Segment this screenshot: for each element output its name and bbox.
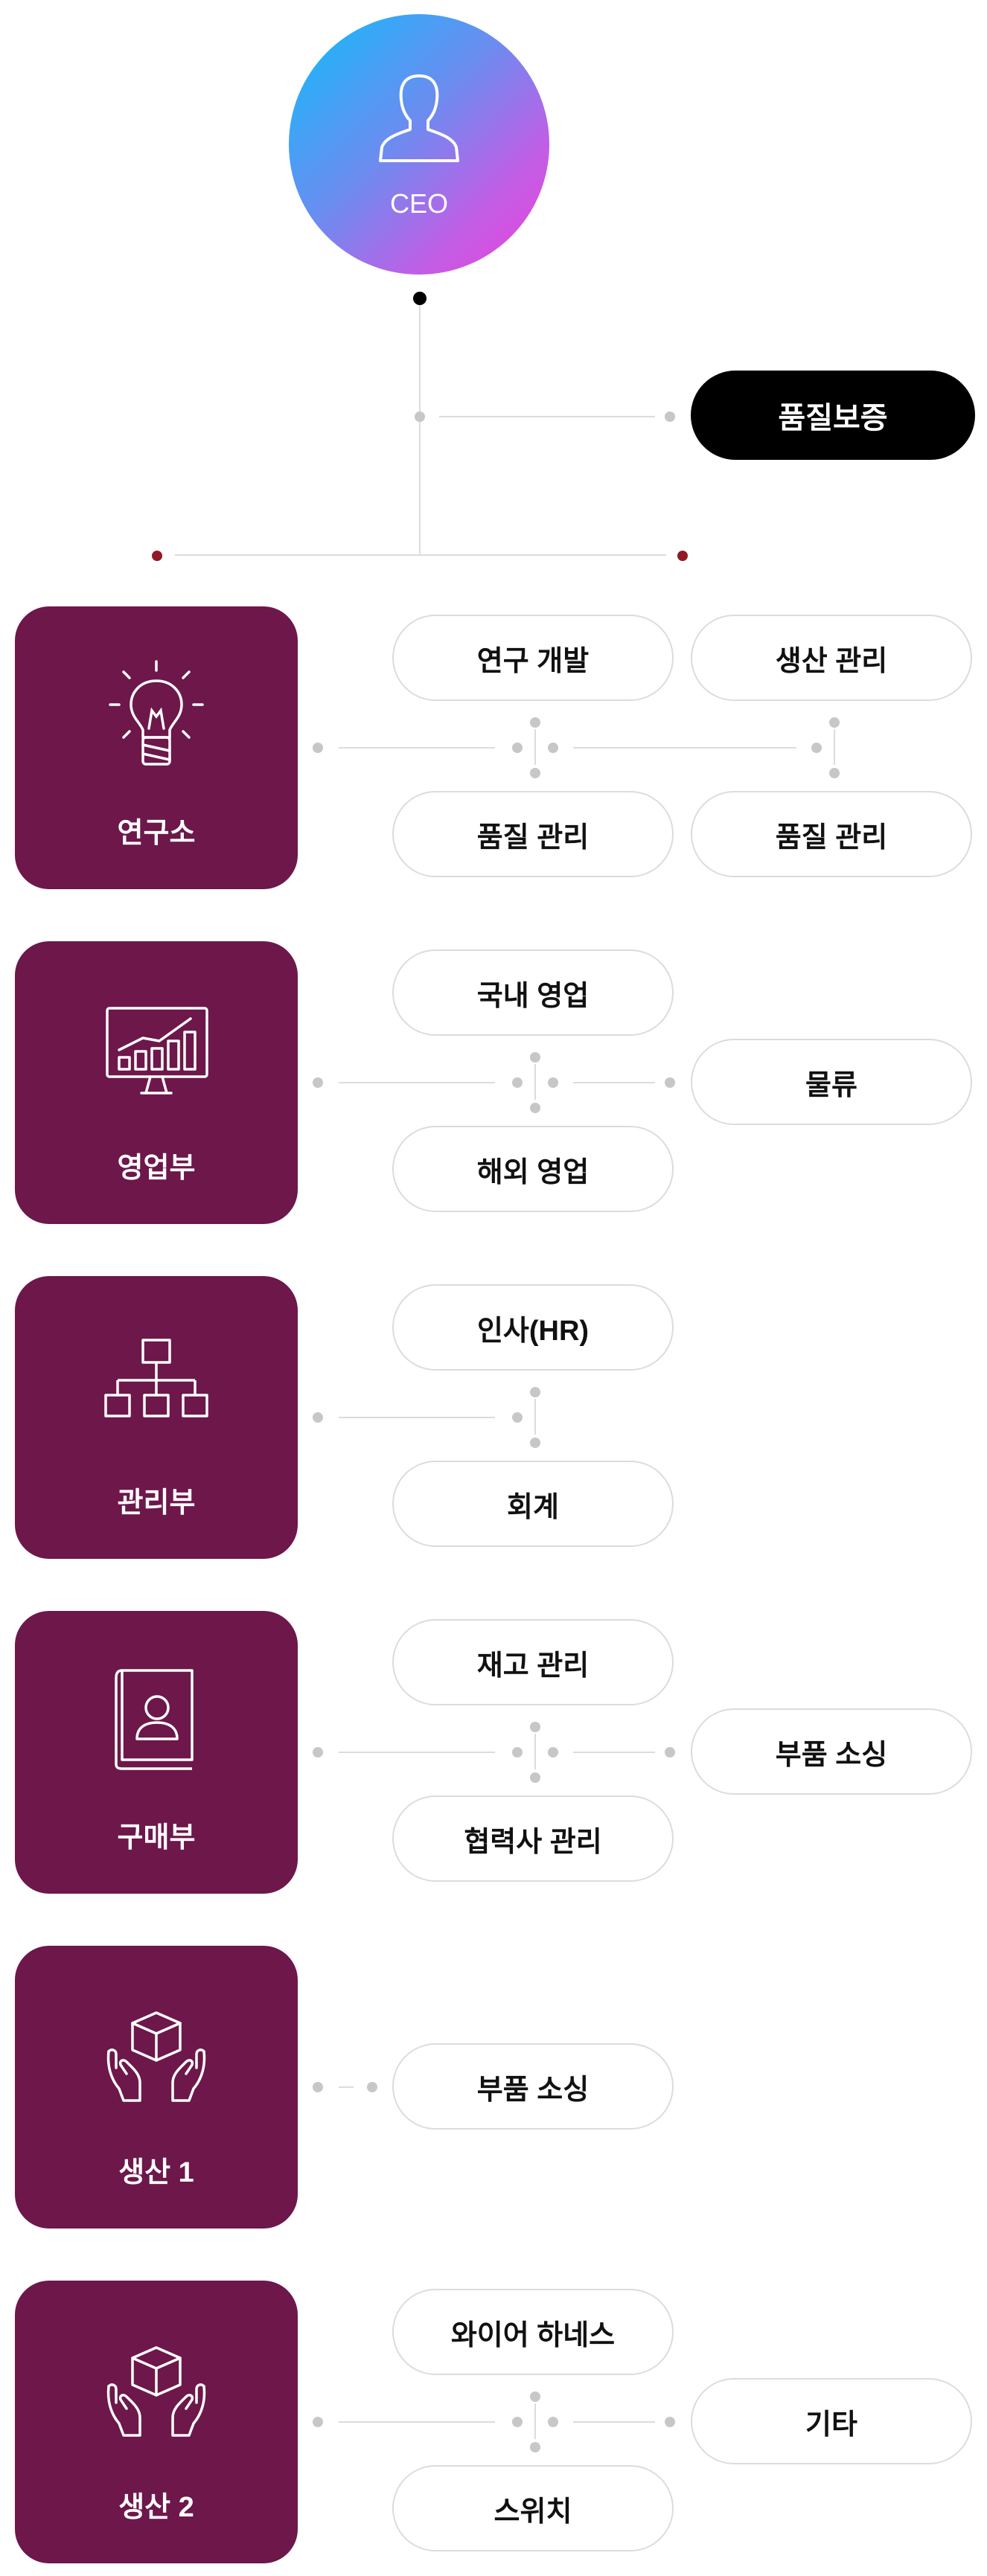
connector-dot bbox=[313, 743, 323, 753]
quality-assurance-node: 품질보증 bbox=[691, 371, 975, 460]
connector-dot bbox=[665, 2417, 675, 2427]
team-parts-sourcing-2: 부품 소싱 bbox=[392, 2043, 674, 2130]
connector-dot bbox=[665, 1077, 675, 1088]
connector-line bbox=[573, 1082, 655, 1083]
connector-dot bbox=[548, 2417, 558, 2427]
connector-line bbox=[339, 747, 495, 749]
connector-dot bbox=[530, 2442, 540, 2452]
person-icon bbox=[379, 74, 459, 162]
connector-dot bbox=[530, 1438, 540, 1448]
connector-dot bbox=[548, 1747, 558, 1758]
connector-line bbox=[534, 1399, 536, 1435]
hands-box-icon bbox=[106, 2011, 206, 2102]
department-label: 구매부 bbox=[117, 1822, 196, 1853]
team-domestic-sales: 국내 영업 bbox=[392, 949, 674, 1036]
connector-line bbox=[534, 729, 536, 765]
qa-connector-dot bbox=[665, 411, 675, 422]
connector-dot bbox=[512, 743, 523, 753]
hands-box-icon bbox=[106, 2346, 206, 2437]
connector-line bbox=[339, 1417, 495, 1418]
connector-dot bbox=[530, 1387, 540, 1397]
connector-dot bbox=[530, 1772, 540, 1783]
team-parts-sourcing: 부품 소싱 bbox=[691, 1708, 972, 1795]
connector-dot bbox=[512, 1077, 523, 1088]
connector-dot bbox=[530, 1722, 540, 1732]
team-overseas-sales: 해외 영업 bbox=[392, 1126, 674, 1212]
department-production-1: 생산 1 bbox=[15, 1946, 298, 2229]
connector-line bbox=[573, 2421, 655, 2423]
main-horizontal-line bbox=[175, 554, 666, 556]
department-administration: 관리부 bbox=[15, 1276, 298, 1559]
team-switch: 스위치 bbox=[392, 2465, 674, 2551]
team-partner-mgmt: 협력사 관리 bbox=[392, 1795, 674, 1882]
connector-dot bbox=[829, 768, 840, 778]
team-accounting: 회계 bbox=[392, 1461, 674, 1547]
connector-line bbox=[573, 1752, 655, 1753]
department-research: 연구소 bbox=[15, 606, 298, 889]
right-branch-dot bbox=[677, 551, 688, 561]
connector-dot bbox=[530, 1103, 540, 1113]
connector-dot bbox=[512, 1747, 523, 1758]
connector-dot bbox=[530, 768, 540, 778]
connector-dot bbox=[367, 2082, 377, 2092]
department-label: 연구소 bbox=[117, 818, 196, 849]
presentation-chart-icon bbox=[106, 1007, 208, 1095]
team-logistics: 물류 bbox=[691, 1039, 972, 1125]
department-purchasing: 구매부 bbox=[15, 1611, 298, 1894]
qa-branch-line bbox=[439, 416, 655, 417]
lightbulb-icon bbox=[109, 660, 204, 766]
team-production-mgmt: 생산 관리 bbox=[691, 615, 972, 701]
connector-dot bbox=[548, 743, 558, 753]
connector-dot bbox=[548, 1077, 558, 1088]
team-wire-harness: 와이어 하네스 bbox=[392, 2289, 674, 2375]
department-label: 생산 2 bbox=[118, 2492, 194, 2523]
department-production-2: 생산 2 bbox=[15, 2281, 298, 2563]
team-quality-mgmt: 품질 관리 bbox=[392, 791, 674, 877]
connector-line bbox=[339, 1752, 495, 1753]
department-label: 관리부 bbox=[117, 1487, 196, 1519]
connector-line bbox=[339, 1082, 495, 1083]
ceo-connector-dot bbox=[413, 292, 427, 305]
left-branch-dot bbox=[152, 551, 162, 561]
connector-dot bbox=[530, 1052, 540, 1063]
ceo-vertical-line bbox=[419, 305, 421, 554]
connector-line bbox=[339, 2421, 495, 2423]
department-label: 영업부 bbox=[117, 1153, 196, 1184]
team-other: 기타 bbox=[691, 2378, 972, 2464]
connector-dot bbox=[530, 2391, 540, 2402]
connector-dot bbox=[313, 2082, 323, 2092]
department-sales: 영업부 bbox=[15, 941, 298, 1224]
connector-line bbox=[534, 2403, 536, 2439]
connector-dot bbox=[530, 717, 540, 728]
team-quality-mgmt-2: 품질 관리 bbox=[691, 791, 972, 877]
connector-dot bbox=[811, 743, 822, 753]
connector-line bbox=[834, 729, 835, 765]
org-chart-icon bbox=[104, 1339, 208, 1417]
connector-line bbox=[339, 2086, 354, 2088]
ceo-label: CEO bbox=[389, 188, 448, 219]
connector-dot bbox=[512, 2417, 523, 2427]
connector-dot bbox=[313, 1077, 323, 1088]
department-label: 생산 1 bbox=[118, 2157, 194, 2188]
contact-book-icon bbox=[115, 1669, 194, 1770]
connector-line bbox=[534, 1064, 536, 1100]
connector-dot bbox=[512, 1412, 523, 1423]
connector-dot bbox=[313, 1747, 323, 1758]
qa-branch-dot bbox=[415, 411, 425, 422]
connector-dot bbox=[829, 717, 840, 728]
connector-dot bbox=[313, 1412, 323, 1423]
team-hr: 인사(HR) bbox=[392, 1284, 674, 1371]
ceo-node: CEO bbox=[289, 14, 549, 275]
connector-dot bbox=[313, 2417, 323, 2427]
connector-line bbox=[573, 747, 796, 749]
team-inventory-mgmt: 재고 관리 bbox=[392, 1619, 674, 1705]
connector-line bbox=[534, 1734, 536, 1769]
team-research-dev: 연구 개발 bbox=[392, 615, 674, 701]
connector-dot bbox=[665, 1747, 675, 1758]
